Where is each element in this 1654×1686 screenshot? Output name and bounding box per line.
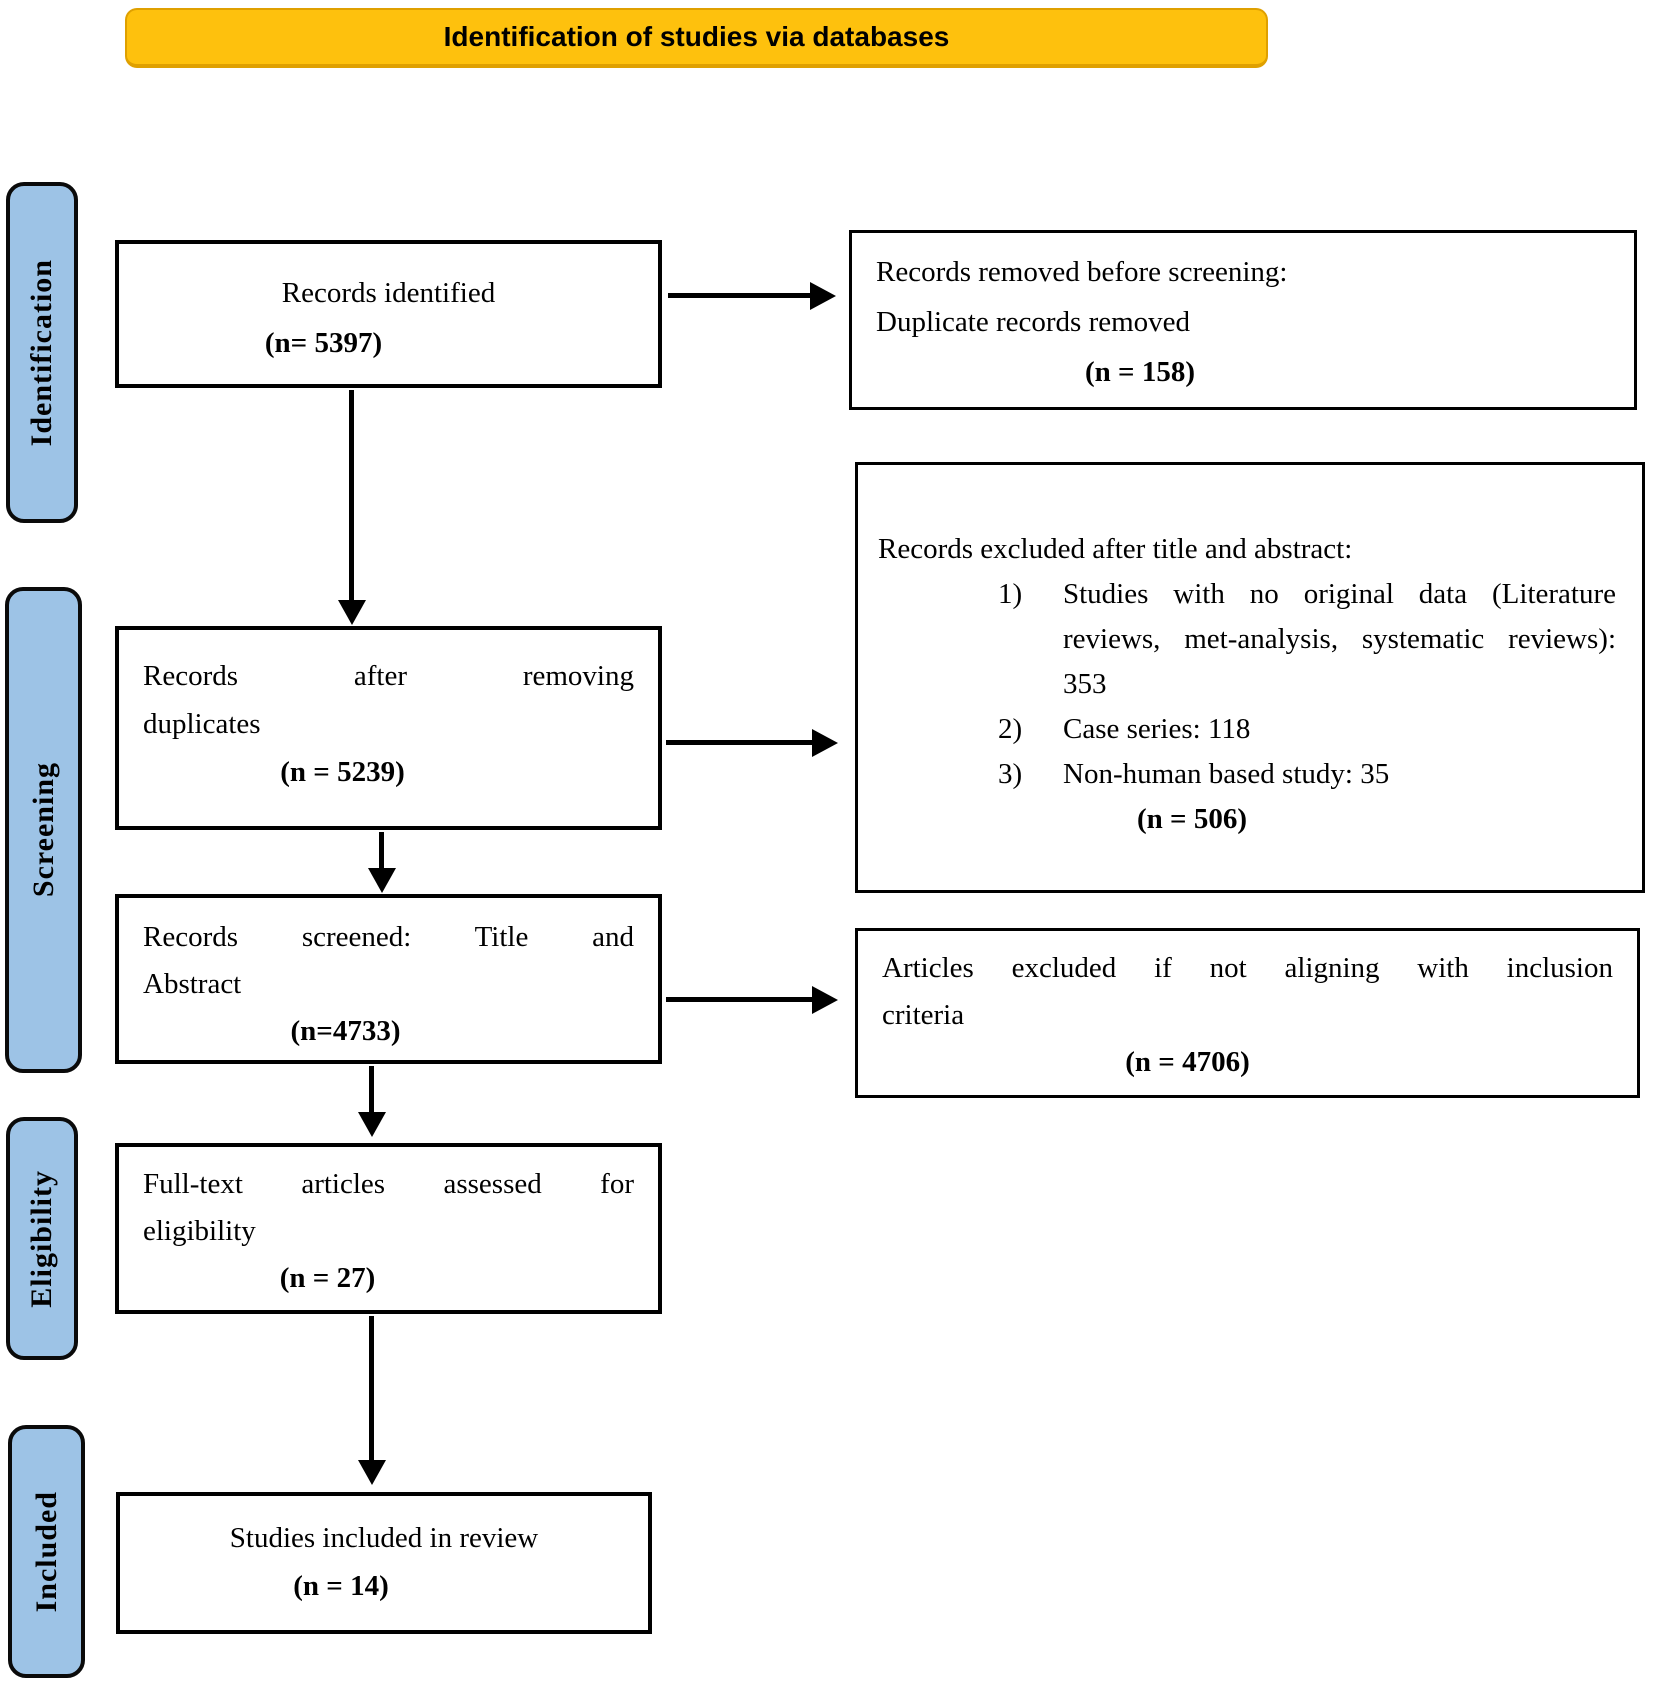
arrow-head-icon [358, 1112, 386, 1137]
box-text: Abstract [143, 968, 242, 1000]
stage-label-screening: Screening [5, 587, 82, 1073]
arrow-line [668, 293, 812, 298]
box-studies-included: Studies included in review (n = 14) [116, 1492, 652, 1634]
arrow-head-icon [812, 986, 838, 1014]
stage-label-text: Included [29, 1490, 63, 1613]
box-n-value: (n = 4706) [1125, 1046, 1250, 1078]
box-text: Records after removing [143, 660, 634, 692]
exclusion-reason-list: Studies with no original data (Literatur… [878, 572, 1620, 797]
box-text: Studies included in review [229, 1522, 539, 1554]
arrow-line [369, 1066, 374, 1114]
box-text: Records screened: Title and [143, 921, 634, 953]
arrow-head-icon [812, 729, 838, 757]
box-records-identified: Records identified (n= 5397) [115, 240, 662, 388]
box-fulltext-assessed: Full-text articles assessed for eligibil… [115, 1143, 662, 1314]
stage-label-eligibility: Eligibility [6, 1117, 78, 1360]
arrow-line [349, 390, 354, 602]
box-n-value: (n = 506) [1137, 803, 1247, 835]
stage-label-text: Identification [25, 258, 58, 447]
arrow-head-icon [810, 282, 836, 310]
exclusion-reason-item: Studies with no original data (Literatur… [998, 572, 1616, 700]
box-records-after-duplicates: Records after removing duplicates (n = 5… [115, 626, 662, 830]
arrow-line [369, 1316, 374, 1462]
arrow-head-icon [338, 600, 366, 625]
box-records-excluded-title-abstract: Records excluded after title and abstrac… [855, 462, 1645, 893]
stage-label-included: Included [8, 1425, 85, 1678]
arrow-line [666, 740, 812, 745]
exclusion-reason-item: Case series: 118 [998, 707, 1251, 752]
box-n-value: (n = 27) [279, 1262, 376, 1294]
stage-label-text: Screening [26, 762, 60, 898]
box-text: criteria [882, 999, 965, 1031]
arrow-line [666, 997, 812, 1002]
box-text: Records removed before screening: [876, 256, 1288, 288]
box-n-value: (n = 158) [1085, 356, 1195, 388]
arrow-head-icon [368, 868, 396, 893]
box-text: Articles excluded if not aligning with i… [882, 952, 1613, 984]
exclusion-reason-item: Non-human based study: 35 [998, 752, 1390, 797]
stage-label-text: Eligibility [25, 1169, 58, 1308]
arrow-head-icon [358, 1460, 386, 1485]
box-n-value: (n= 5397) [264, 327, 383, 359]
box-text: duplicates [143, 708, 261, 740]
box-articles-excluded-inclusion-criteria: Articles excluded if not aligning with i… [855, 928, 1640, 1098]
box-text: eligibility [143, 1215, 256, 1247]
box-text: Records identified [281, 277, 496, 309]
stage-label-identification: Identification [6, 182, 78, 523]
box-n-value: (n = 5239) [280, 756, 405, 788]
box-text: Duplicate records removed [876, 306, 1191, 338]
box-records-screened: Records screened: Title and Abstract (n=… [115, 894, 662, 1064]
box-n-value: (n = 14) [293, 1570, 389, 1602]
box-n-value: (n=4733) [290, 1015, 401, 1047]
box-records-removed-before-screening: Records removed before screening: Duplic… [849, 230, 1637, 410]
box-text: Full-text articles assessed for [143, 1168, 634, 1200]
arrow-line [379, 832, 384, 872]
banner-title: Identification of studies via databases [125, 8, 1268, 68]
box-heading: Records excluded after title and abstrac… [878, 533, 1353, 565]
